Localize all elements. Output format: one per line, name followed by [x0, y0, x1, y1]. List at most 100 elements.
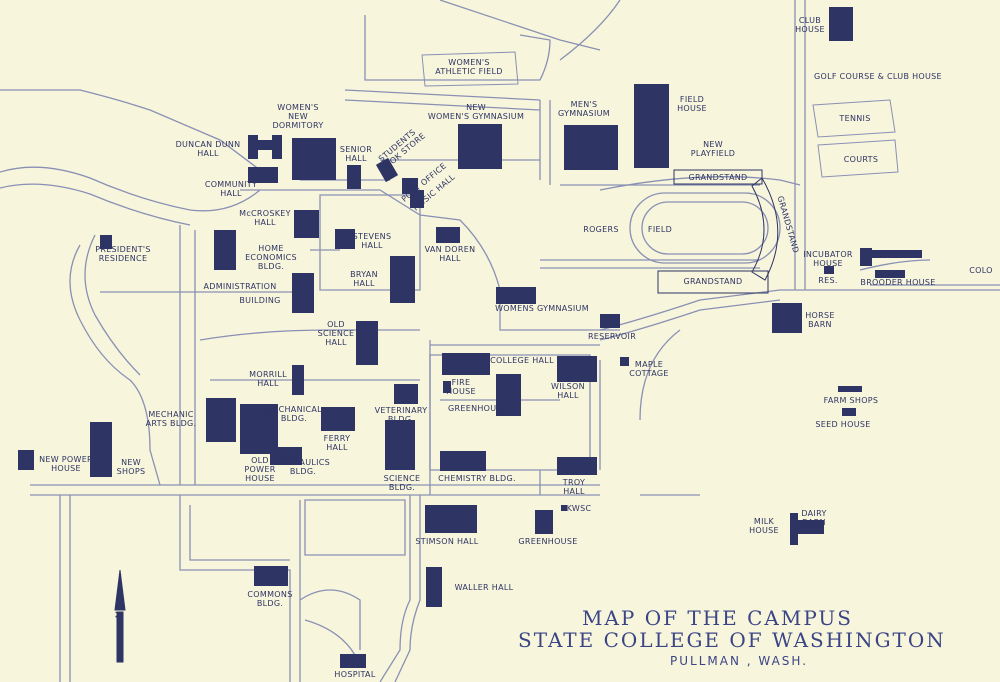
- building-presidents-residence: [100, 235, 112, 249]
- building-community-hall: [248, 167, 278, 183]
- building-mechanical: [240, 404, 278, 454]
- label-tennis: TENNIS: [839, 114, 871, 123]
- label-greenhouse-mid: GREENHOUSE: [448, 404, 508, 413]
- label-commons-bldg: COMMONS BLDG.: [247, 590, 293, 608]
- label-duncan-dunn-hall: DUNCAN DUNN HALL: [175, 140, 241, 158]
- map-title-line-2: STATE COLLEGE OF WASHINGTON: [518, 628, 946, 652]
- label-mens-gymnasium: MEN'S GYMNASIUM: [558, 100, 610, 118]
- label-farm-shops: FARM SHOPS: [823, 396, 879, 405]
- label-courts: COURTS: [843, 155, 879, 164]
- building-seed-house: [842, 408, 856, 416]
- building-commons: [254, 566, 288, 586]
- label-morrill-hall: MORRILL HALL: [249, 370, 287, 388]
- label-grandstand-bottom: GRANDSTAND: [683, 277, 743, 286]
- building-hospital: [340, 654, 366, 668]
- building-senior-hall: [347, 165, 361, 189]
- building-science: [385, 420, 415, 470]
- building-club-house: [829, 7, 853, 41]
- building-mechanic-arts: [206, 398, 236, 442]
- building-new-shops: [90, 422, 112, 477]
- building-kwsc: [561, 505, 567, 511]
- label-wilson-hall: WILSON HALL: [551, 382, 585, 400]
- building-hydraulics: [270, 447, 302, 465]
- building-wilson: [557, 356, 597, 382]
- label-home-economics: HOME ECONOMICS BLDG.: [245, 244, 297, 271]
- label-res: RES.: [818, 276, 838, 285]
- label-hydraulics-bldg: HYDRAULICS BLDG.: [275, 458, 331, 476]
- building-administration: [292, 273, 314, 313]
- label-brooder-house: BROODER HOUSE: [860, 278, 936, 287]
- label-mechanic-arts: MECHANIC ARTS BLDG.: [145, 410, 197, 428]
- rogers-field-track: [629, 192, 781, 264]
- building-greenhouse-low: [535, 510, 553, 534]
- label-fire-house: FIRE HOUSE: [446, 378, 476, 396]
- building-field-house: [634, 84, 669, 168]
- label-bryan-hall: BRYAN HALL: [350, 270, 378, 288]
- building-bryan: [390, 256, 415, 303]
- building-waller: [426, 567, 442, 607]
- label-stevens-hall: STEVENS HALL: [352, 232, 392, 250]
- building-new-womens-gym: [458, 124, 502, 169]
- building-veterinary: [394, 384, 418, 404]
- label-new-womens-gymnasium: NEW WOMEN'S GYMNASIUM: [427, 103, 525, 121]
- label-field: FIELD: [647, 225, 673, 234]
- building-womens-new-dorm: [292, 138, 336, 180]
- building-fire-house: [443, 381, 451, 393]
- building-stimson: [425, 505, 477, 533]
- building-music-hall: [410, 190, 424, 208]
- building-troy: [557, 457, 597, 475]
- label-womens-athletic-field: WOMEN'S ATHLETIC FIELD: [435, 58, 503, 76]
- building-duncan-dunn-b: [258, 140, 272, 150]
- building-reservoir: [600, 314, 620, 328]
- label-stimson-hall: STIMSON HALL: [415, 537, 479, 546]
- label-science-bldg: SCIENCE BLDG.: [383, 474, 421, 492]
- building-chemistry: [440, 451, 486, 471]
- building-horse-barn: [772, 303, 802, 333]
- building-new-power-house: [18, 450, 34, 470]
- north-arrow-label: N: [114, 610, 126, 619]
- building-van-doren: [436, 227, 460, 243]
- label-incubator-house: INCUBATOR HOUSE: [803, 250, 853, 268]
- building-incubator-wing: [872, 250, 922, 258]
- label-college-hall: COLLEGE HALL: [490, 356, 554, 365]
- building-duncan-dunn-c: [272, 135, 282, 159]
- building-res: [824, 266, 834, 274]
- building-old-science: [356, 321, 378, 365]
- buildings: [18, 7, 922, 668]
- map-title-line-1: MAP OF THE CAMPUS: [582, 606, 853, 630]
- label-ferry-hall: FERRY HALL: [323, 434, 351, 452]
- label-rogers: ROGERS: [583, 225, 619, 234]
- label-old-power-house: OLD POWER HOUSE: [244, 456, 276, 483]
- building-womens-gym: [496, 287, 536, 304]
- label-hospital: HOSPITAL: [334, 670, 376, 679]
- building-stevens: [335, 229, 355, 249]
- label-waller-hall: WALLER HALL: [454, 583, 514, 592]
- label-new-power-house: NEW POWER HOUSE: [39, 455, 93, 473]
- north-arrow: [114, 569, 126, 663]
- label-new-shops: NEW SHOPS: [116, 458, 146, 476]
- building-maple-cottage: [620, 357, 629, 366]
- building-milk-house: [790, 513, 798, 545]
- grandstand-shapes: [657, 169, 779, 294]
- building-mccroskey: [294, 210, 319, 238]
- building-dairy-barn: [798, 520, 824, 534]
- label-old-science-hall: OLD SCIENCE HALL: [317, 320, 355, 347]
- label-kwsc: KWSC: [566, 504, 592, 513]
- building-ferry: [321, 407, 355, 431]
- building-brooder-house: [875, 270, 905, 278]
- label-horse-barn: HORSE BARN: [805, 311, 835, 329]
- label-chemistry-bldg: CHEMISTRY BLDG.: [438, 474, 516, 483]
- building-greenhouse-mid: [496, 374, 521, 416]
- label-greenhouse-low: GREENHOUSE: [518, 537, 578, 546]
- label-troy-hall: TROY HALL: [562, 478, 586, 496]
- label-presidents-residence: PRESIDENT'S RESIDENCE: [95, 245, 151, 263]
- building-mens-gym: [564, 125, 618, 170]
- label-administration: ADMINISTRATION: [203, 282, 277, 291]
- building-book-store: [375, 157, 399, 183]
- label-community-hall: COMMUNITY HALL: [204, 180, 258, 198]
- building-incubator-house: [860, 248, 872, 266]
- label-reservoir: RESERVOIR: [587, 332, 637, 341]
- label-senior-hall: SENIOR HALL: [339, 145, 373, 163]
